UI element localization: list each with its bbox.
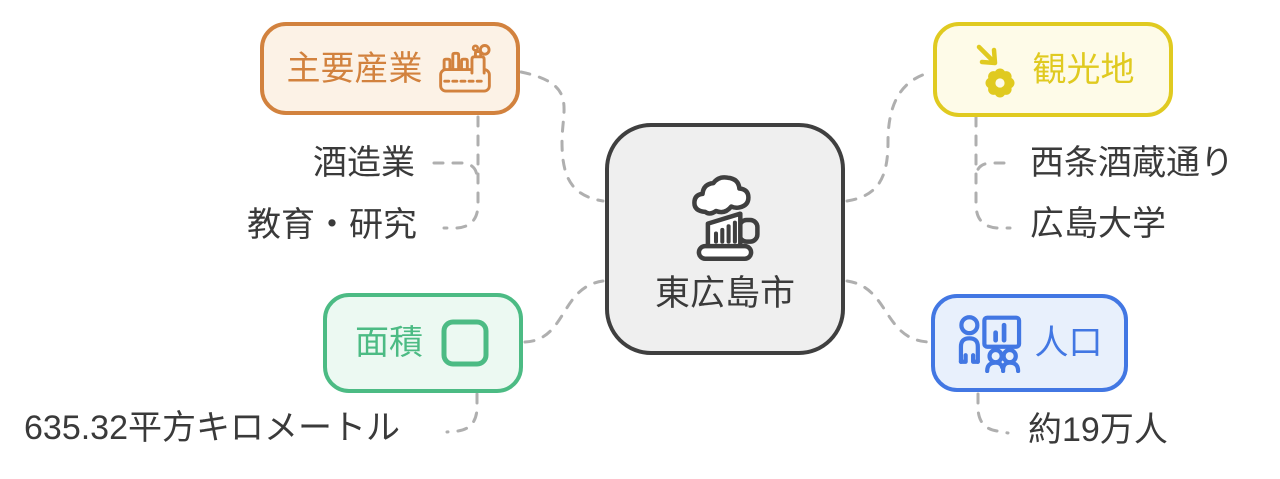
connector-industry-sake-branch (432, 161, 479, 180)
center-node-higashihiroshima: 東広島市 (605, 123, 845, 355)
branch-label-area: 面積 (355, 324, 423, 362)
branch-label-industry: 主要産業 (286, 49, 423, 88)
arrow-flower-icon (976, 44, 1014, 97)
connector-tourism-children (974, 115, 1012, 230)
leaf-area-value: 635.32平方キロメートル (24, 409, 400, 447)
connector-area-child (445, 392, 479, 434)
connector-area-center (523, 279, 605, 344)
people-presentation-icon (958, 315, 1021, 373)
connector-tourism-saijo-branch (974, 161, 1006, 180)
leaf-hiroshima-university: 広島大学 (1030, 205, 1166, 243)
branch-label-population: 人口 (1034, 324, 1103, 362)
leaf-saijo-sake-street: 西条酒蔵通り (1030, 144, 1234, 182)
center-node-label: 東広島市 (654, 273, 795, 313)
leaf-education-research: 教育・研究 (247, 206, 417, 244)
branch-node-area: 面積 (323, 293, 523, 393)
diagonal-arrow-icon (976, 44, 996, 64)
connector-industry-center (519, 70, 605, 203)
square-icon (441, 319, 489, 367)
branch-node-industry: 主要産業 (260, 22, 520, 115)
factory-icon (438, 43, 491, 92)
connector-population-child (976, 392, 1010, 435)
branch-node-tourism: 観光地 (933, 22, 1173, 117)
flower-icon (985, 68, 1014, 97)
connector-center-tourism (845, 70, 934, 203)
branch-label-tourism: 観光地 (1032, 50, 1135, 89)
branch-node-population: 人口 (931, 294, 1128, 392)
beer-mug-icon (692, 174, 760, 261)
connector-center-population (845, 279, 931, 344)
leaf-population-value: 約19万人 (1028, 411, 1168, 449)
connector-industry-children (442, 115, 480, 230)
leaf-sake-brewing: 酒造業 (313, 144, 415, 182)
